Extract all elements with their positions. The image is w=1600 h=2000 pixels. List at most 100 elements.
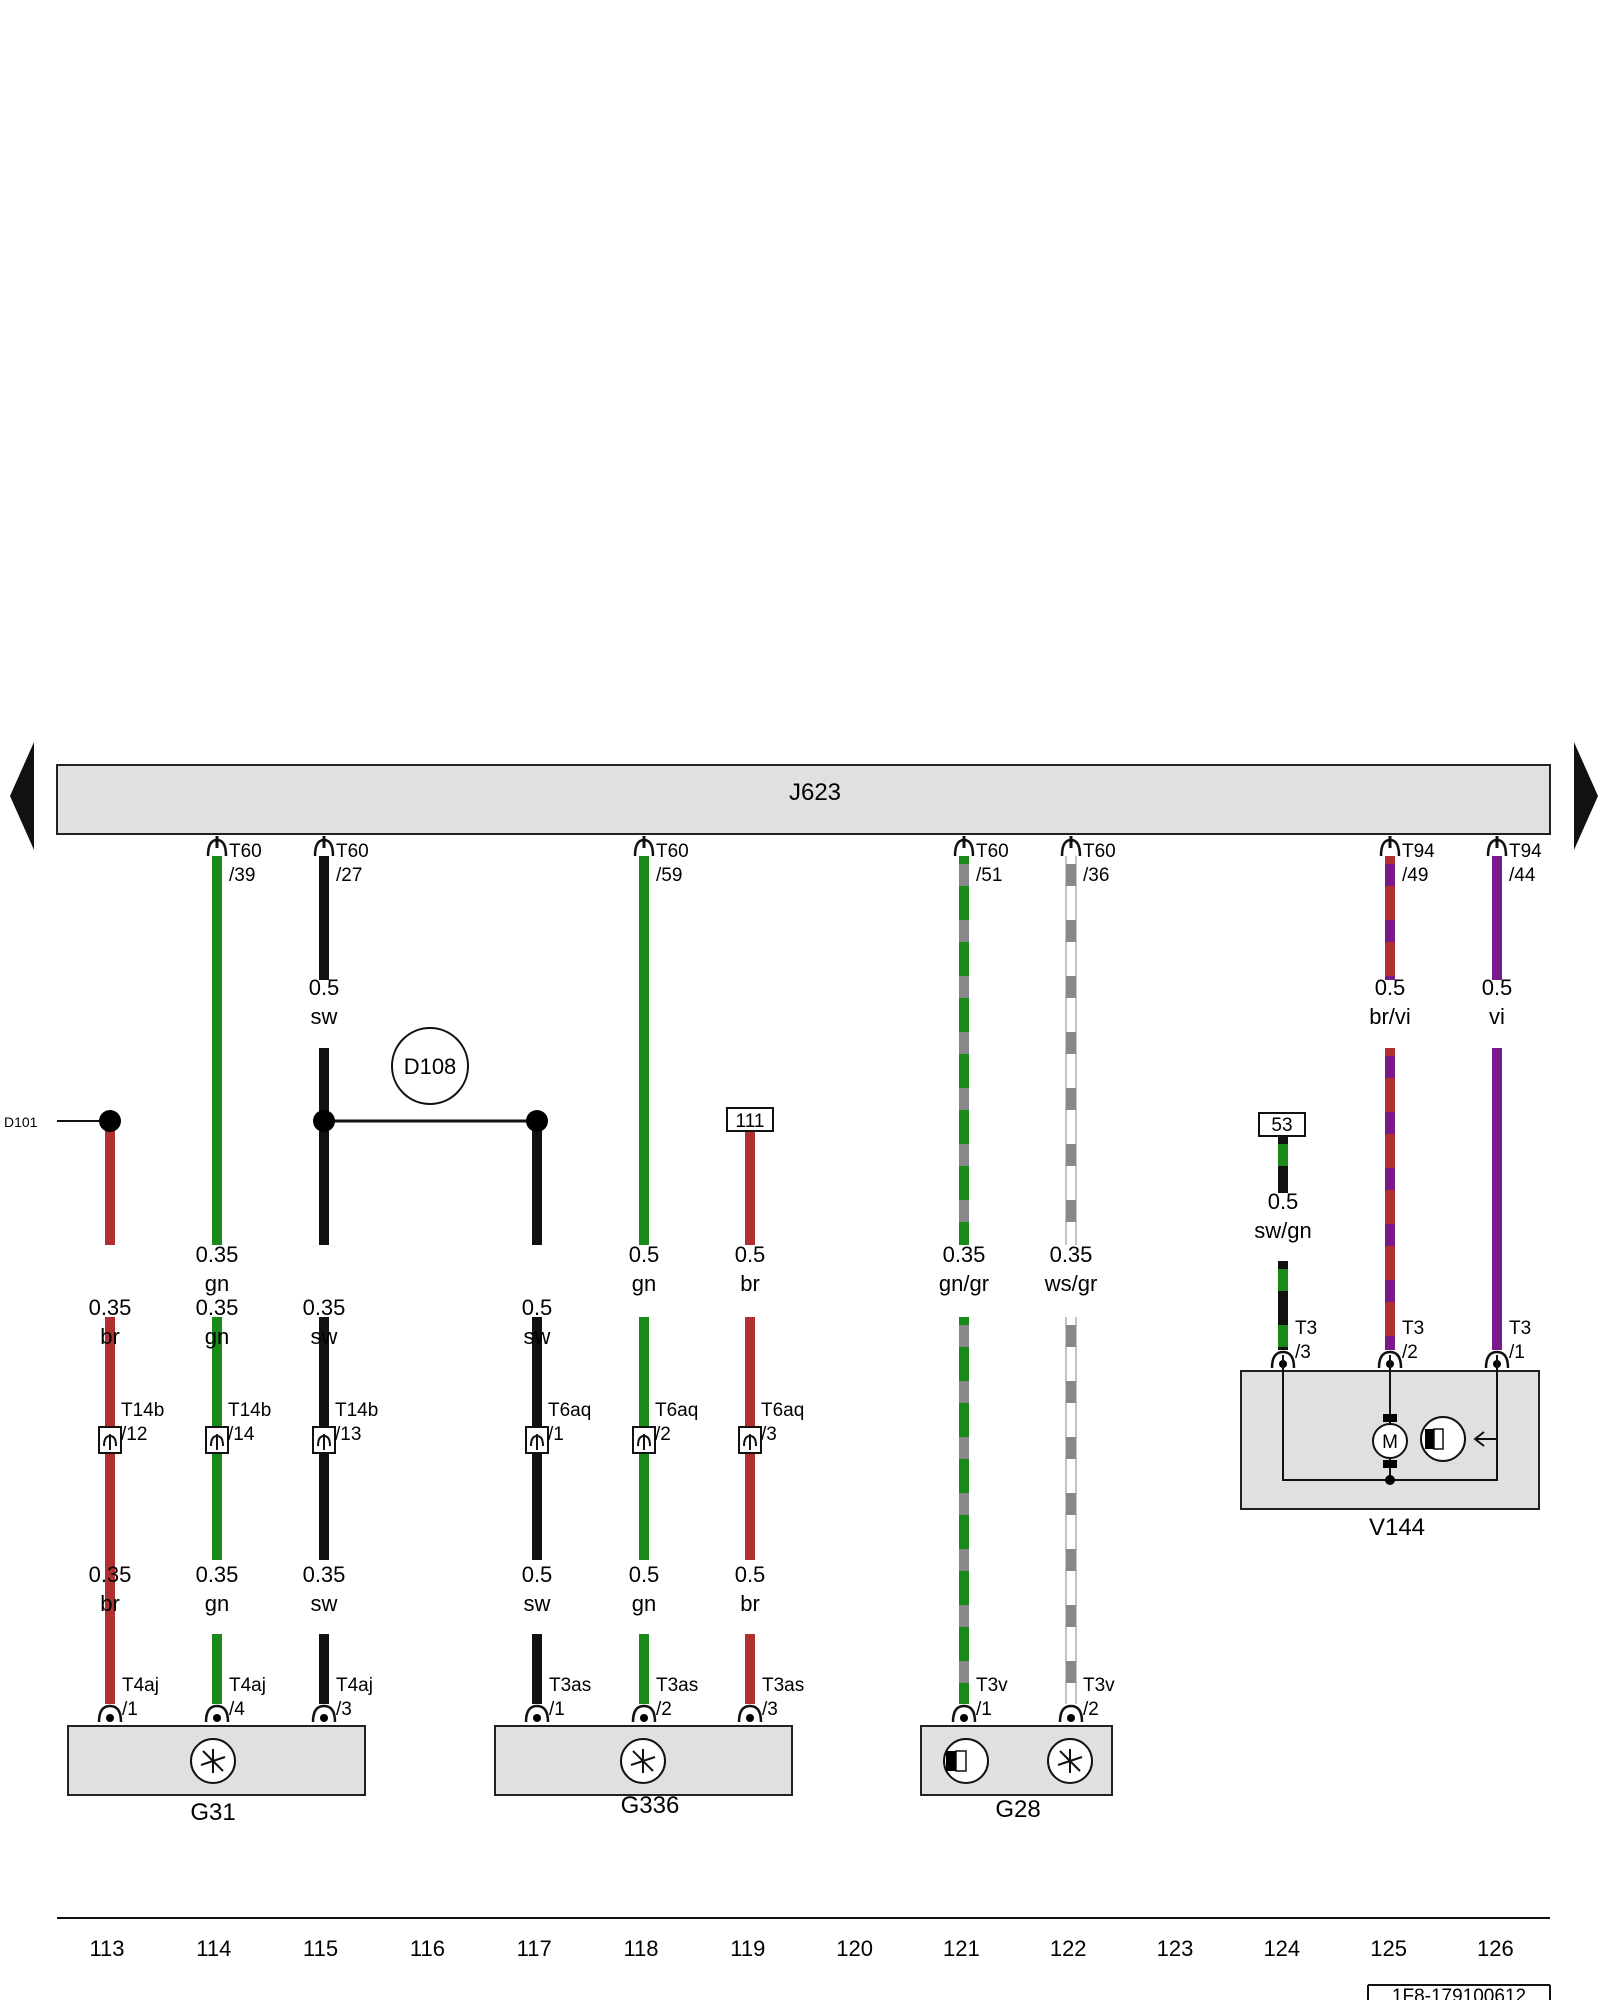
wire-label: 0.5 [1482,975,1513,1000]
pin-socket-icon [1270,1350,1296,1369]
pin-socket-icon [737,1704,763,1723]
pin-label: /1 [122,1699,138,1720]
wire-label: gn [632,1591,656,1616]
wire-label: gn [205,1271,229,1296]
wire-label: gn [205,1324,229,1349]
column-number: 123 [1157,1936,1194,1961]
pin-label: /39 [229,865,255,886]
pin-label: T3 [1295,1318,1317,1339]
pin-label: /44 [1509,865,1536,886]
splice-dot [526,1110,548,1132]
pin-label: /49 [1402,865,1428,886]
pin-socket-icon [631,1704,657,1723]
pin-label: T60 [656,841,689,862]
previous-page-arrow-icon[interactable] [10,742,34,850]
position-sensor-icon [1420,1416,1497,1462]
column-number: 114 [196,1936,231,1961]
pin-socket-icon [1058,1704,1084,1723]
pin-label: T3 [1509,1318,1531,1339]
wire-label: 0.5 [522,1295,553,1320]
wire-label: sw [524,1591,551,1616]
control-unit-label: J623 [789,779,841,806]
pin-contact [533,1714,541,1722]
wire-label: 0.5 [1375,975,1406,1000]
speed-sensor-icon [190,1738,236,1784]
pin-label: T60 [229,841,262,862]
wire-label: 0.35 [303,1562,346,1587]
column-number: 117 [517,1936,552,1961]
document-id: 1F8-179100612 [1392,1986,1526,2000]
svg-text:M: M [1382,1432,1398,1453]
pin-label: T3 [1402,1318,1424,1339]
wire-label: br [100,1591,120,1616]
wire-label: 0.35 [943,1242,986,1267]
wire-label: 0.5 [1268,1189,1299,1214]
connector-label: /14 [228,1424,255,1445]
column-number: 125 [1370,1936,1407,1961]
pin-contact [746,1714,754,1722]
connector-label: T14b [121,1400,164,1421]
connector-label: /2 [655,1424,671,1445]
splice-dot [313,1110,335,1132]
wire-label: br [740,1591,760,1616]
pin-contact [213,1714,221,1722]
ref-d108: D108 [404,1054,457,1079]
column-number: 115 [303,1936,338,1961]
pin-contact [106,1714,114,1722]
pin-contact [1067,1714,1075,1722]
pin-label: T3as [656,1675,698,1696]
pin-label: T60 [336,841,369,862]
wire-label: 0.5 [629,1562,660,1587]
pin-label: T3as [549,1675,591,1696]
wire-label: 0.35 [196,1295,239,1320]
wire-label: 0.5 [629,1242,660,1267]
pin-socket-icon [97,1704,123,1723]
next-page-arrow-icon[interactable] [1574,742,1598,850]
wire-label: ws/gr [1044,1271,1098,1296]
connector-label: /13 [335,1424,361,1445]
connector-label: /12 [121,1424,147,1445]
speed-sensor-icon [620,1738,666,1784]
pin-socket-icon [311,1704,337,1723]
column-number: 113 [89,1936,124,1961]
column-number: 118 [623,1936,658,1961]
hall-sensor-icon [943,1738,989,1784]
ref-box-53 [1258,1112,1306,1137]
pin-label: T3v [1083,1675,1115,1696]
pin-label: T3v [976,1675,1008,1696]
wire-label: br [740,1271,760,1296]
pin-socket-icon [204,1704,230,1723]
ref-d101: D101 [4,1114,38,1130]
pin-socket-icon [1377,1350,1403,1369]
pin-label: /1 [1509,1342,1525,1363]
wire-label: 0.5 [309,975,340,1000]
pin-label: /59 [656,865,682,886]
component-g31-label: G31 [190,1799,235,1826]
wire-label: gn [205,1591,229,1616]
pin-label: T60 [1083,841,1116,862]
splice-dot [99,1110,121,1132]
pin-socket-icon [1484,1350,1510,1369]
wire-label: 0.35 [89,1562,132,1587]
pin-socket-icon [524,1704,550,1723]
wire-label: br [100,1324,120,1349]
column-number: 121 [943,1936,980,1961]
ref-box-53-label: 53 [1271,1115,1292,1136]
connector-label: /3 [761,1424,777,1445]
pin-label: /2 [1402,1342,1418,1363]
pin-label: T60 [976,841,1009,862]
pin-label: T4aj [229,1675,266,1696]
connector-label: T14b [228,1400,271,1421]
pin-label: T94 [1402,841,1435,862]
column-number: 126 [1477,1936,1514,1961]
wire-label: gn [632,1271,656,1296]
wire-label: sw [524,1324,551,1349]
wire-label: sw [311,1591,338,1616]
